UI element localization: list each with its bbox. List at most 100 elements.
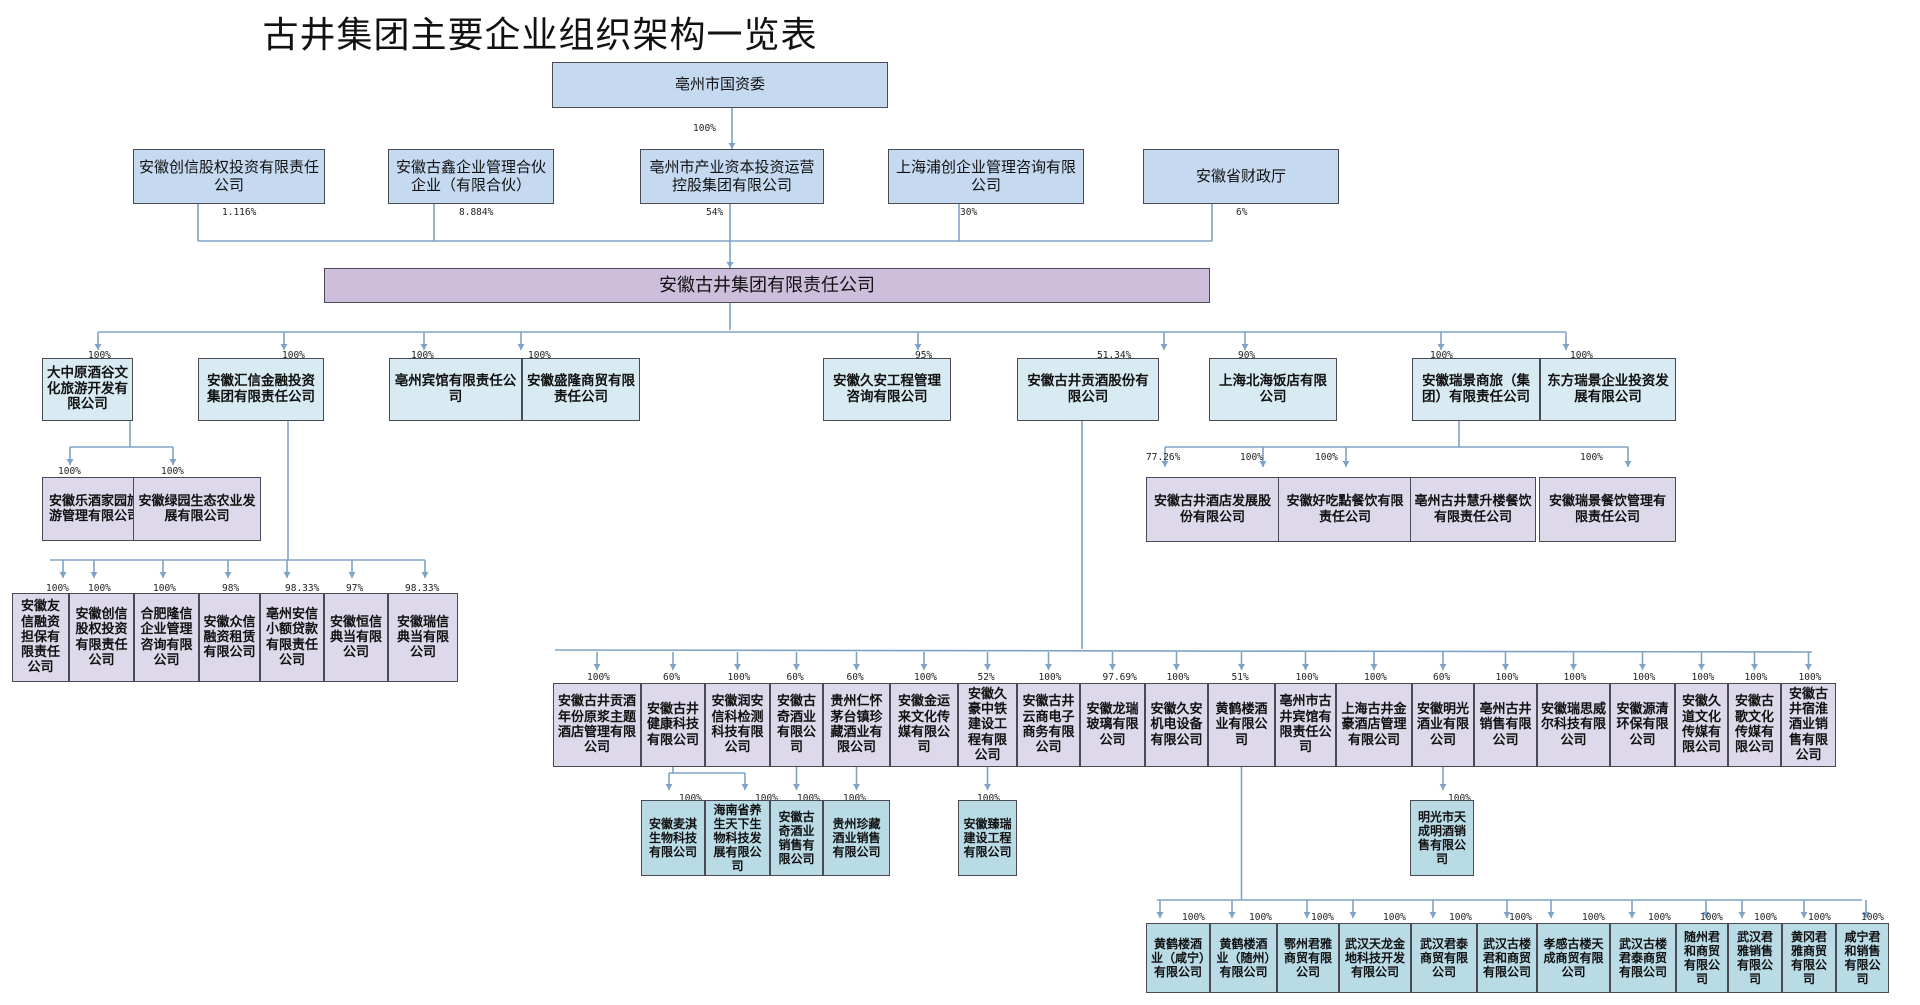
node-level3-company[interactable]: 孝感古楼天成商贸有限公司	[1537, 923, 1610, 993]
ownership-percent: 100%	[914, 672, 937, 683]
node-level3-company[interactable]: 武汉天龙金地科技开发有限公司	[1339, 923, 1411, 993]
node-level1-company[interactable]: 安徽久安工程管理咨询有限公司	[823, 358, 951, 421]
company-name: 安徽麦淇生物科技有限公司	[648, 816, 697, 860]
node-subsidiary[interactable]: 安徽众信融资租赁有限公司	[199, 593, 260, 682]
node-subsidiary[interactable]: 安徽龙瑞玻璃有限公司	[1080, 683, 1145, 767]
node-subsidiary[interactable]: 贵州仁怀茅台镇珍藏酒业有限公司	[823, 683, 890, 767]
ownership-percent: 100%	[161, 466, 184, 477]
node-level3-company[interactable]: 黄鹤楼酒业（随州）有限公司	[1210, 923, 1277, 993]
company-name: 海南省养生天下生物科技发展有限公司	[713, 802, 762, 874]
node-subsidiary[interactable]: 安徽古井宿淮酒业销售有限公司	[1781, 683, 1836, 767]
node-subsidiary[interactable]: 安徽古井贡酒年份原浆主题酒店管理有限公司	[553, 683, 641, 767]
ownership-percent: 100%	[411, 350, 434, 361]
node-subsidiary[interactable]: 安徽瑞景餐饮管理有限责任公司	[1539, 477, 1676, 542]
node-subsidiary[interactable]: 亳州市古井宾馆有限责任公司	[1275, 683, 1336, 767]
ownership-percent: 100%	[587, 672, 610, 683]
node-level1-company[interactable]: 亳州宾馆有限责任公司	[389, 358, 522, 421]
node-subsidiary[interactable]: 安徽润安信科检测科技有限公司	[705, 683, 770, 767]
node-subsidiary[interactable]: 安徽乐酒家园旅游管理有限公司	[42, 477, 147, 541]
company-name: 安徽古井贡酒股份有限公司	[1027, 372, 1149, 405]
arrowhead-icon	[1156, 912, 1164, 918]
ownership-percent: 51.34%	[1097, 350, 1132, 361]
node-subsidiary[interactable]: 安徽金运来文化传媒有限公司	[890, 683, 958, 767]
company-name: 上海浦创企业管理咨询有限公司	[895, 157, 1076, 194]
node-subsidiary[interactable]: 安徽久道文化传媒有限公司	[1675, 683, 1728, 767]
node-level1-company[interactable]: 安徽盛隆商贸有限责任公司	[522, 358, 640, 421]
company-name: 贵州仁怀茅台镇珍藏酒业有限公司	[830, 694, 883, 756]
arrowhead-icon	[420, 344, 428, 350]
node-shareholder[interactable]: 亳州市产业资本投资运营控股集团有限公司	[640, 149, 824, 204]
node-subsidiary[interactable]: 安徽明光酒业有限公司	[1412, 683, 1474, 767]
node-level3-company[interactable]: 黄冈君雅商贸有限公司	[1782, 923, 1836, 993]
node-shareholder[interactable]: 安徽省财政厅	[1143, 149, 1339, 204]
node-subsidiary[interactable]: 安徽古井酒店发展股份有限公司	[1146, 477, 1279, 542]
node-level1-company[interactable]: 大中原酒谷文化旅游开发有限公司	[42, 358, 133, 421]
company-name: 咸宁君和销售有限公司	[1844, 929, 1881, 987]
node-subsidiary[interactable]: 合肥隆信企业管理咨询有限公司	[134, 593, 199, 682]
node-subsidiary[interactable]: 亳州安信小额贷款有限责任公司	[260, 593, 324, 682]
ownership-percent: 60%	[786, 672, 804, 683]
node-gujing-group[interactable]: 安徽古井集团有限责任公司	[324, 268, 1210, 303]
node-subsidiary[interactable]: 安徽古歌文化传媒有限公司	[1728, 683, 1781, 767]
chart-title: 古井集团主要企业组织架构一览表	[262, 15, 818, 56]
node-subsidiary[interactable]: 亳州古井慧升楼餐饮有限责任公司	[1410, 477, 1536, 542]
node-level3-company[interactable]: 随州君和商贸有限公司	[1676, 923, 1728, 993]
node-subsidiary[interactable]: 亳州古井销售有限公司	[1474, 683, 1537, 767]
node-subsidiary[interactable]: 安徽古井健康科技有限公司	[641, 683, 705, 767]
node-subsidiary[interactable]: 安徽久豪中铁建设工程有限公司	[958, 683, 1017, 767]
node-subsidiary[interactable]: 安徽久安机电设备有限公司	[1145, 683, 1208, 767]
arrowhead-icon	[517, 344, 525, 350]
ownership-percent: 98%	[222, 583, 240, 594]
node-subsidiary[interactable]: 安徽瑞思威尔科技有限公司	[1537, 683, 1610, 767]
arrowhead-icon	[1349, 912, 1357, 918]
ownership-percent: 30%	[960, 207, 978, 218]
node-level1-company[interactable]: 安徽瑞景商旅（集团）有限责任公司	[1412, 358, 1540, 421]
node-level3-company[interactable]: 贵州珍藏酒业销售有限公司	[823, 800, 890, 876]
node-level3-company[interactable]: 安徽臻瑞建设工程有限公司	[958, 800, 1017, 876]
node-level3-company[interactable]: 安徽古奇酒业销售有限公司	[770, 800, 823, 876]
node-subsidiary[interactable]: 安徽友信融资担保有限责任公司	[12, 593, 69, 682]
node-level1-company[interactable]: 东方瑞景企业投资发展有限公司	[1540, 358, 1676, 421]
node-subsidiary[interactable]: 黄鹤楼酒业有限公司	[1208, 683, 1275, 767]
ownership-percent: 95%	[915, 350, 933, 361]
node-level3-company[interactable]: 鄂州君雅商贸有限公司	[1277, 923, 1339, 993]
node-level3-company[interactable]: 黄鹤楼酒业（咸宁）有限公司	[1146, 923, 1210, 993]
node-level1-company[interactable]: 安徽汇信金融投资集团有限责任公司	[198, 358, 324, 421]
node-subsidiary[interactable]: 安徽古奇酒业有限公司	[770, 683, 823, 767]
company-name: 上海古井金豪酒店管理有限公司	[1341, 702, 1407, 748]
node-subsidiary[interactable]: 安徽源清环保有限公司	[1610, 683, 1675, 767]
node-subsidiary[interactable]: 上海古井金豪酒店管理有限公司	[1336, 683, 1412, 767]
arrowhead-icon	[741, 784, 749, 790]
company-name: 安徽瑞信典当有限公司	[396, 614, 449, 661]
node-level1-company[interactable]: 上海北海饭店有限公司	[1209, 358, 1337, 421]
ownership-percent: 100%	[1700, 912, 1723, 923]
node-subsidiary[interactable]: 安徽创信股权投资有限责任公司	[69, 593, 134, 682]
node-shareholder[interactable]: 安徽创信股权投资有限责任公司	[133, 149, 325, 204]
node-level3-company[interactable]: 安徽麦淇生物科技有限公司	[641, 800, 705, 876]
node-subsidiary[interactable]: 安徽好吃點餐饮有限责任公司	[1278, 477, 1412, 542]
company-name: 安徽瑞思威尔科技有限公司	[1541, 702, 1607, 748]
node-level3-company[interactable]: 明光市天成明酒销售有限公司	[1410, 800, 1474, 876]
company-name: 孝感古楼天成商贸有限公司	[1543, 936, 1604, 980]
node-subsidiary[interactable]: 安徽瑞信典当有限公司	[388, 593, 458, 682]
ownership-percent: 100%	[1691, 672, 1715, 683]
node-level3-company[interactable]: 武汉君雅销售有限公司	[1728, 923, 1782, 993]
arrowhead-icon	[1160, 344, 1168, 350]
node-subsidiary[interactable]: 安徽恒信典当有限公司	[324, 593, 388, 682]
node-bozhou-sasac[interactable]: 亳州市国资委	[552, 62, 888, 108]
node-subsidiary[interactable]: 安徽绿园生态农业发展有限公司	[133, 477, 261, 541]
node-shareholder[interactable]: 安徽古鑫企业管理合伙企业（有限合伙）	[388, 149, 554, 204]
arrowhead-icon	[421, 572, 429, 578]
company-name: 安徽众信融资租赁有限公司	[203, 614, 256, 661]
ownership-percent: 100%	[1383, 912, 1406, 923]
node-level3-company[interactable]: 武汉古楼君泰商贸有限公司	[1610, 923, 1676, 993]
node-level3-company[interactable]: 武汉古楼君和商贸有限公司	[1477, 923, 1537, 993]
node-level1-company[interactable]: 安徽古井贡酒股份有限公司	[1017, 358, 1159, 421]
node-subsidiary[interactable]: 安徽古井云商电子商务有限公司	[1017, 683, 1080, 767]
node-level3-company[interactable]: 咸宁君和销售有限公司	[1836, 923, 1889, 993]
node-shareholder[interactable]: 上海浦创企业管理咨询有限公司	[888, 149, 1084, 204]
node-level3-company[interactable]: 武汉君泰商贸有限公司	[1411, 923, 1477, 993]
company-name: 安徽省财政厅	[1195, 166, 1286, 185]
node-level3-company[interactable]: 海南省养生天下生物科技发展有限公司	[705, 800, 770, 876]
company-name: 安徽龙瑞玻璃有限公司	[1086, 702, 1139, 748]
